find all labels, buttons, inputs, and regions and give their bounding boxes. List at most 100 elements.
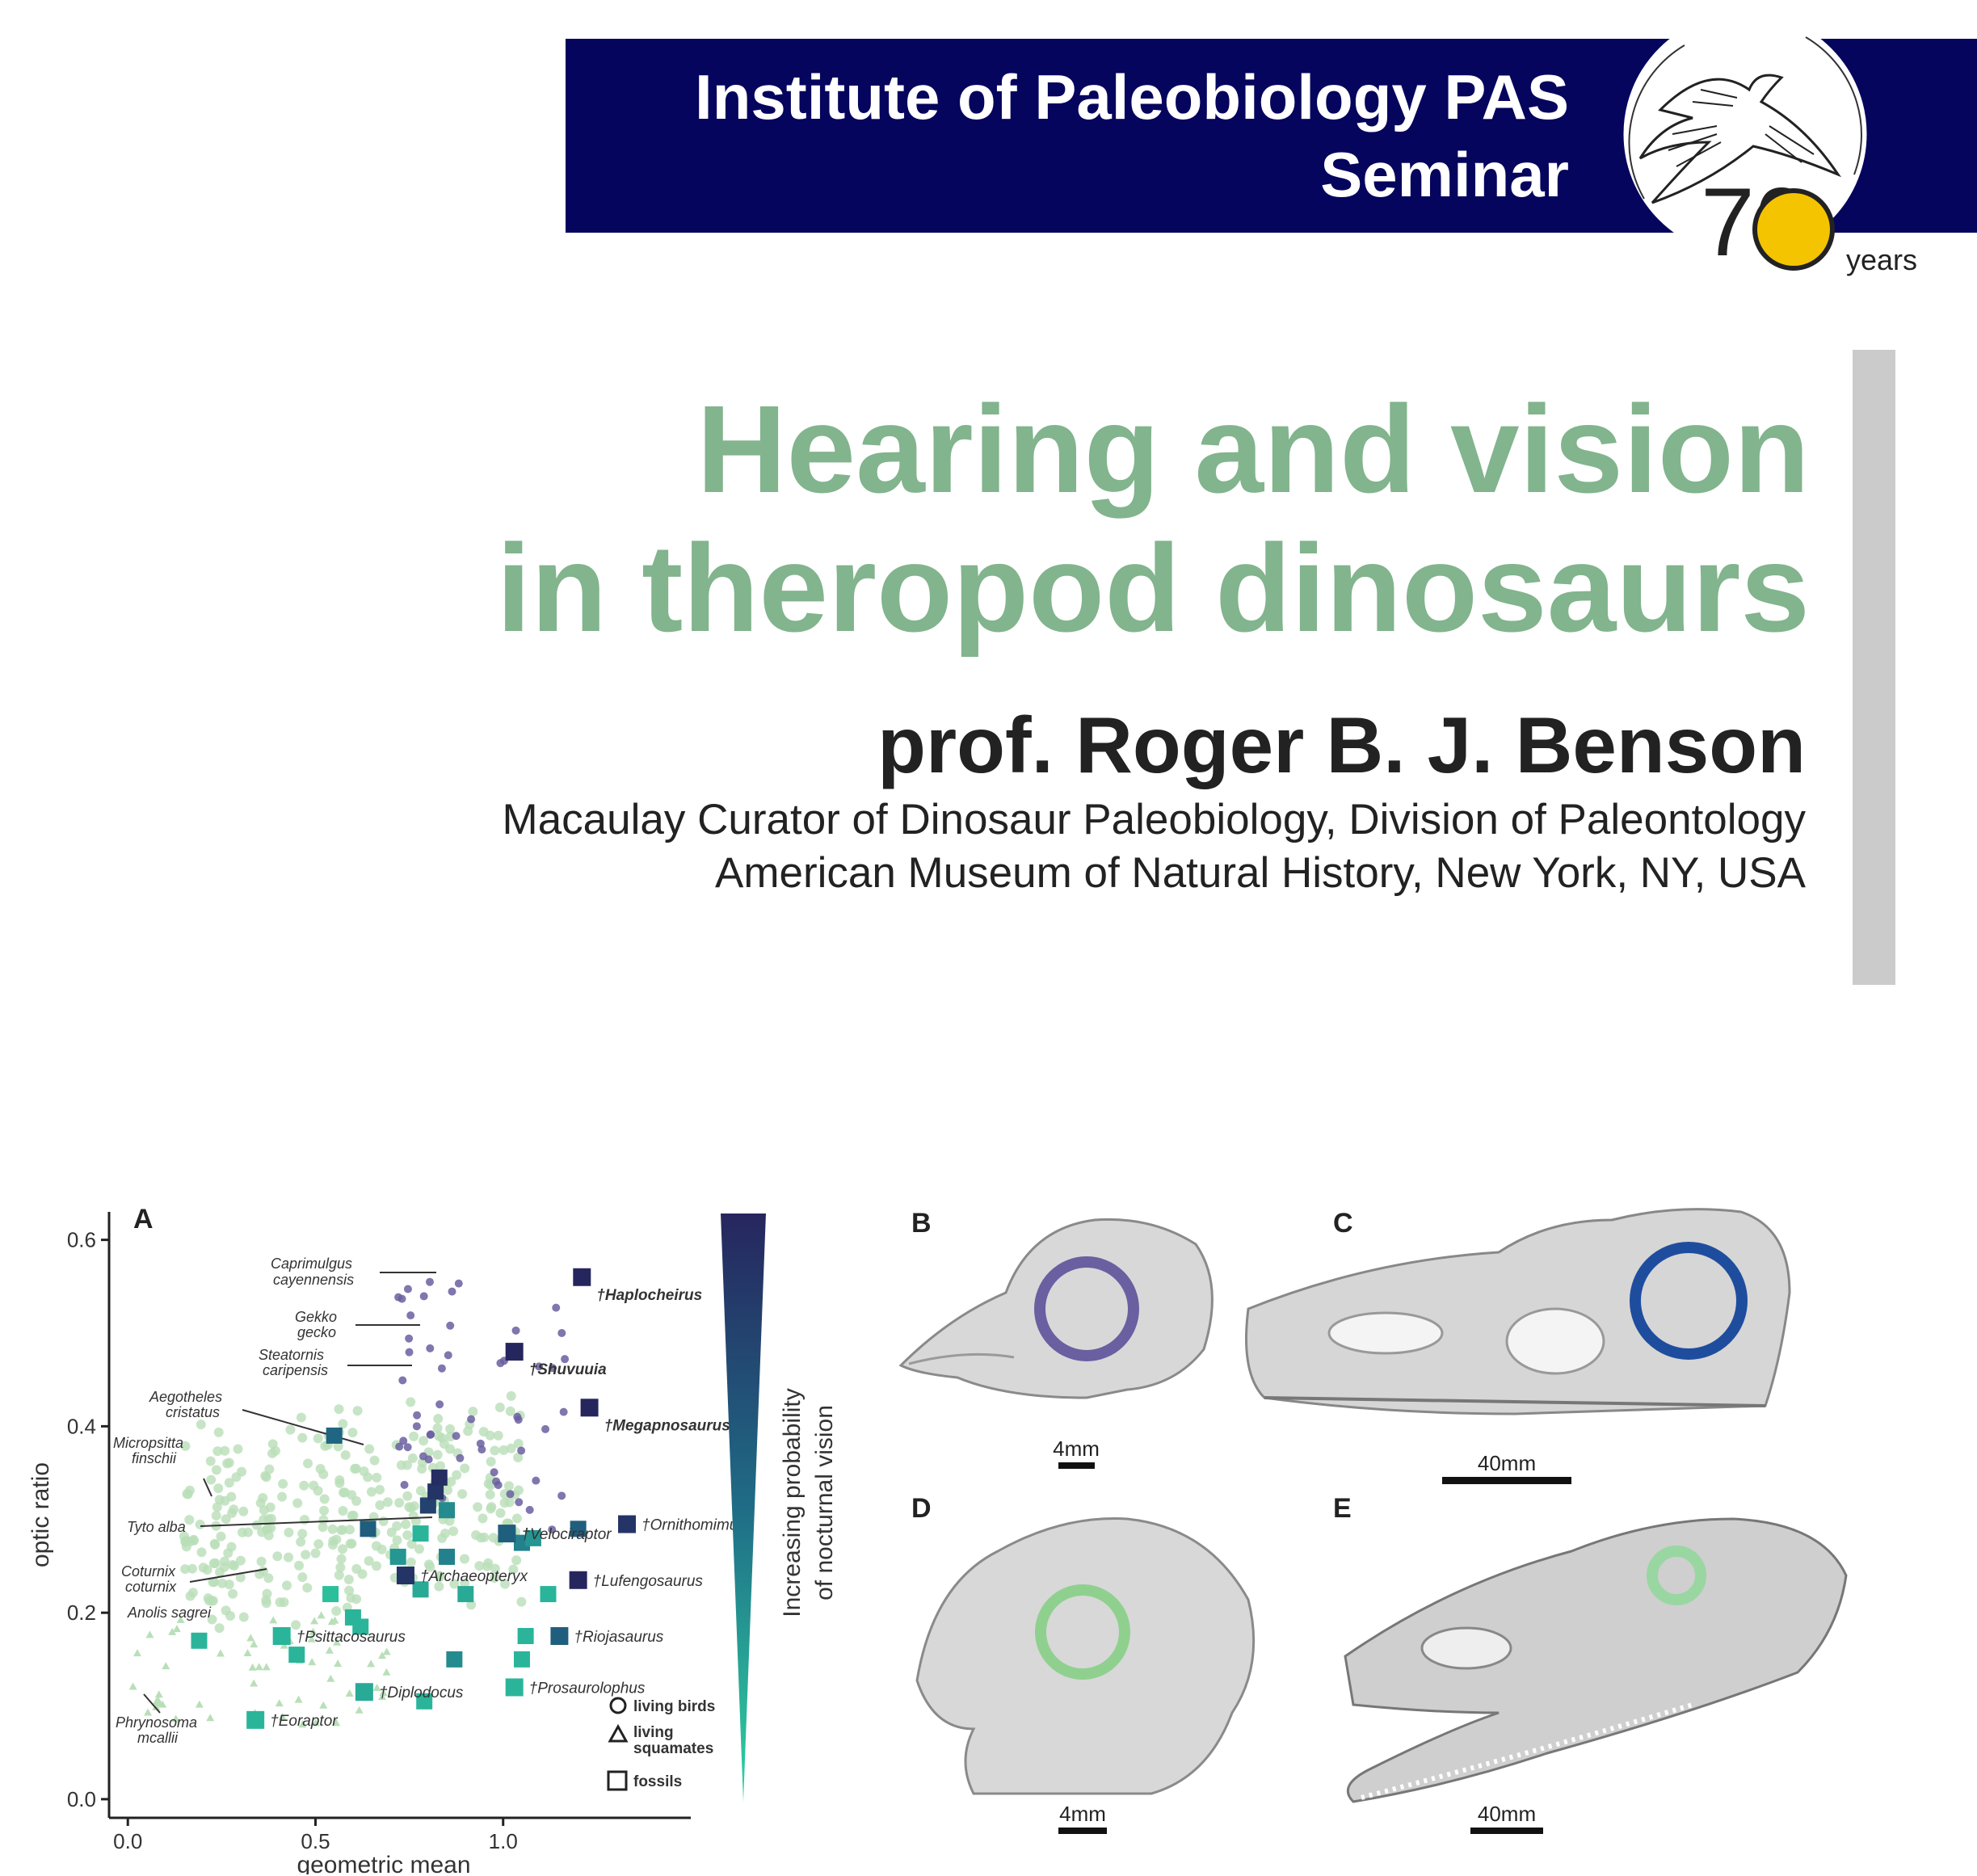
annotation-aegotheles: Aegotheles xyxy=(149,1389,222,1405)
living-bird-point xyxy=(485,1489,495,1500)
panel-label-a: A xyxy=(133,1204,154,1235)
speaker-affiliation: Macaulay Curator of Dinosaur Paleobiolog… xyxy=(190,793,1806,900)
species-annotations: Caprimulgus cayennensis Gekko gecko Stea… xyxy=(113,1256,436,1746)
living-bird-point xyxy=(213,1483,224,1494)
living-bird-point xyxy=(508,1564,519,1575)
living-bird-point xyxy=(301,1550,311,1560)
living-bird-point xyxy=(333,1441,343,1452)
living-squamate-point xyxy=(158,1700,167,1708)
living-bird-point xyxy=(433,1414,444,1424)
living-bird-point xyxy=(228,1588,238,1599)
annotation-mcallii: mcallii xyxy=(137,1730,179,1746)
fossil-point xyxy=(517,1628,534,1644)
fossil-point xyxy=(427,1483,444,1500)
living-squamate-point xyxy=(294,1695,303,1703)
living-bird-point xyxy=(460,1578,470,1588)
fossil-point xyxy=(288,1647,305,1664)
living-bird-point xyxy=(187,1588,198,1598)
living-bird-point xyxy=(406,1539,417,1550)
living-bird-point xyxy=(302,1583,313,1593)
living-bird-point xyxy=(488,1533,498,1543)
living-squamate-point xyxy=(309,1627,318,1635)
fossil-point-labeled xyxy=(573,1268,591,1286)
nocturnal-bird-point xyxy=(515,1498,524,1507)
living-bird-point xyxy=(351,1463,361,1474)
living-bird-point xyxy=(216,1531,226,1542)
living-bird-point xyxy=(284,1527,294,1537)
fossil-point-labeled xyxy=(505,1343,524,1361)
living-squamate-point xyxy=(154,1696,162,1704)
living-bird-point xyxy=(205,1456,216,1466)
annotation-gecko: gecko xyxy=(297,1324,336,1340)
living-bird-point xyxy=(476,1533,486,1543)
living-squamate-point xyxy=(128,1682,137,1690)
living-squamate-point xyxy=(250,1679,259,1687)
fossil-point-labeled xyxy=(396,1567,414,1584)
living-bird-point xyxy=(297,1572,308,1583)
scale-label-d: 4mm xyxy=(1059,1802,1106,1826)
living-bird-point xyxy=(318,1515,329,1525)
orbit-ring-e xyxy=(1647,1546,1706,1605)
fossil-point xyxy=(524,1529,541,1546)
scale-label-c: 40mm xyxy=(1478,1451,1536,1475)
nocturnal-bird-point xyxy=(561,1355,570,1364)
living-bird-point xyxy=(449,1579,460,1589)
living-bird-point xyxy=(187,1563,197,1574)
living-bird-point xyxy=(227,1560,238,1571)
fossil-label: †Psittacosaurus xyxy=(297,1629,406,1646)
nocturnal-bird-point xyxy=(403,1443,412,1452)
living-bird-point xyxy=(439,1439,449,1449)
living-bird-point xyxy=(237,1527,247,1537)
living-bird-point xyxy=(483,1558,494,1568)
decorative-side-bar xyxy=(1853,350,1895,985)
living-bird-point xyxy=(296,1412,306,1423)
living-bird-point xyxy=(407,1453,418,1463)
living-bird-point xyxy=(474,1561,485,1571)
living-bird-point xyxy=(266,1523,276,1533)
y-tick-label: 0.0 xyxy=(67,1787,96,1811)
nocturnal-bird-point xyxy=(490,1468,498,1477)
nocturnal-bird-point xyxy=(435,1400,444,1409)
fossil-point xyxy=(457,1586,474,1603)
living-bird-point xyxy=(309,1480,319,1491)
living-bird-point xyxy=(334,1478,345,1488)
living-squamate-point xyxy=(298,1720,307,1728)
living-bird-point xyxy=(214,1495,225,1505)
fossil-point xyxy=(191,1632,208,1649)
living-bird-point xyxy=(351,1594,362,1605)
living-squamate-point xyxy=(326,1674,335,1682)
nocturnal-bird-point xyxy=(476,1439,485,1448)
y-tick-label: 0.4 xyxy=(67,1414,96,1438)
living-bird-point xyxy=(378,1516,389,1526)
living-bird-point xyxy=(339,1487,350,1498)
living-bird-point xyxy=(409,1431,419,1441)
living-squamate-point xyxy=(195,1700,204,1708)
living-bird-point xyxy=(318,1522,328,1533)
gradient-label-line-2: of nocturnal vision xyxy=(811,1405,838,1600)
legend-squamates: squamates xyxy=(633,1740,713,1757)
annotation-coturnix: Coturnix xyxy=(121,1563,176,1579)
living-squamate-point xyxy=(355,1706,364,1714)
living-bird-point xyxy=(498,1445,509,1455)
living-squamate-point xyxy=(216,1649,225,1657)
living-bird-point xyxy=(278,1479,288,1489)
nocturnal-bird-point xyxy=(548,1364,557,1373)
living-bird-point xyxy=(261,1595,271,1605)
living-bird-point xyxy=(392,1535,402,1546)
nocturnal-bird-point xyxy=(452,1432,461,1441)
living-bird-point xyxy=(255,1498,266,1508)
living-bird-point xyxy=(443,1485,453,1495)
living-bird-point xyxy=(313,1433,323,1444)
living-bird-point xyxy=(408,1511,419,1521)
orbit-ring-c xyxy=(1630,1242,1748,1360)
living-bird-point xyxy=(272,1551,283,1562)
living-bird-point xyxy=(394,1497,405,1508)
living-bird-point xyxy=(277,1491,288,1502)
theropod-skull-c: 40mm xyxy=(1245,1208,1791,1484)
affiliation-line-1: Macaulay Curator of Dinosaur Paleobiolog… xyxy=(502,796,1806,843)
living-bird-point xyxy=(375,1484,385,1495)
living-bird-point xyxy=(297,1529,308,1539)
nocturnal-bird-point xyxy=(413,1411,422,1420)
x-tick-label: 1.0 xyxy=(489,1829,518,1853)
